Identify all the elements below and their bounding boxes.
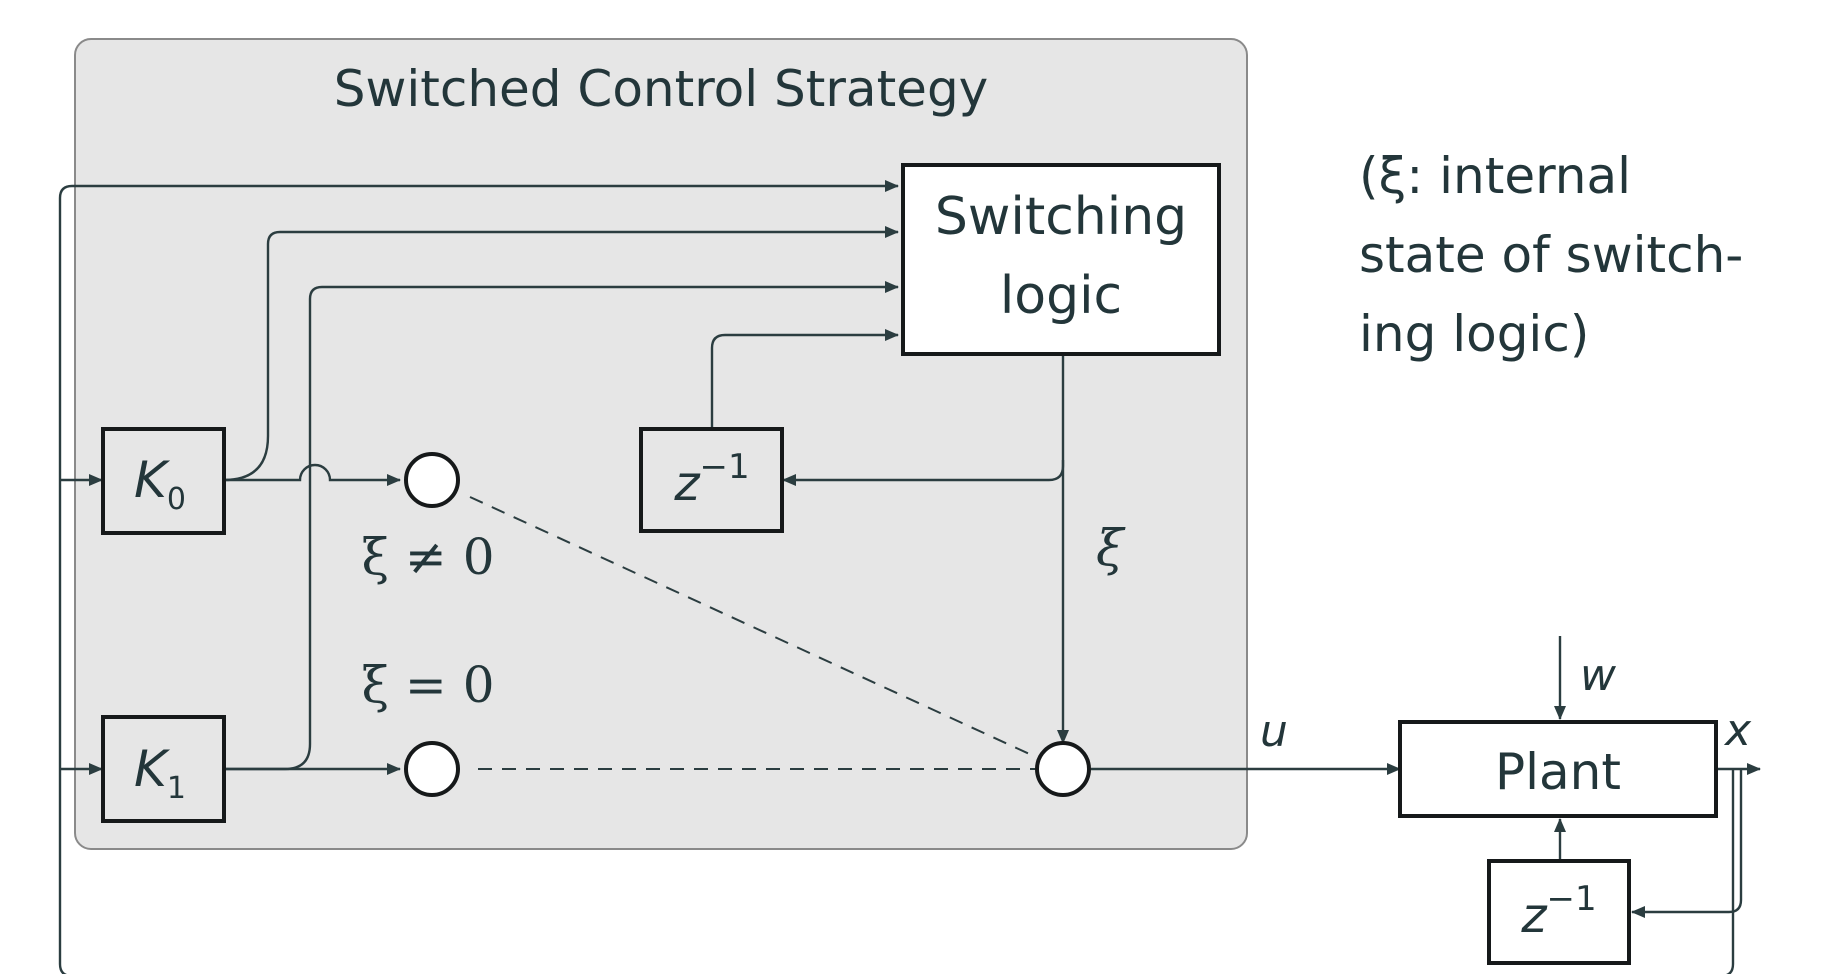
note-line-3: ing logic) — [1359, 305, 1589, 363]
k1-to-switching-wire — [224, 281, 899, 771]
plant-delay-sup: −1 — [1547, 879, 1597, 919]
k0-label: K0 — [134, 451, 186, 517]
w-label: w — [1580, 650, 1617, 701]
switch-node-k1 — [404, 741, 460, 797]
feedback-wire-top — [58, 180, 1735, 974]
x-to-delay-wire — [1631, 769, 1743, 918]
k1-label: K1 — [134, 740, 186, 806]
note-line-2: state of switch- — [1359, 226, 1743, 284]
switch-node-k0 — [404, 452, 460, 508]
delay-to-switching-wire — [710, 329, 899, 428]
inner-delay-block — [639, 427, 784, 533]
k1-block — [101, 715, 226, 823]
k0-block — [101, 427, 226, 535]
switching-logic-label-1: Switching — [935, 187, 1187, 247]
dashed-option-nonzero — [469, 496, 1037, 758]
inner-delay-sup: −1 — [700, 447, 750, 487]
k1-sub: 1 — [167, 771, 186, 806]
condition-nonzero-label: ξ ≠ 0 — [361, 528, 494, 586]
condition-zero-label: ξ = 0 — [361, 656, 494, 714]
group-title: Switched Control Strategy — [334, 60, 989, 118]
k1-base: K — [134, 740, 171, 798]
k0-to-node-wire — [224, 463, 401, 486]
inner-delay-base: z — [673, 456, 701, 512]
u-label: u — [1260, 706, 1288, 757]
inner-delay-label: z−1 — [673, 447, 749, 512]
k0-sub: 0 — [167, 482, 186, 517]
note-line-1: (ξ: internal — [1359, 147, 1631, 205]
switch-output-node — [1035, 741, 1091, 797]
xi-signal-label: ξ — [1096, 519, 1126, 577]
plant-delay-block — [1487, 859, 1631, 965]
switching-logic-box — [901, 163, 1221, 356]
plant-label: Plant — [1495, 743, 1621, 801]
plant-delay-label: z−1 — [1520, 879, 1596, 944]
k0-to-switching-wire — [223, 226, 899, 482]
k0-base: K — [134, 451, 171, 509]
plant-delay-base: z — [1520, 888, 1548, 944]
switching-logic-label-2: logic — [1000, 266, 1122, 326]
x-label: x — [1723, 705, 1752, 756]
plant-block — [1398, 720, 1718, 818]
